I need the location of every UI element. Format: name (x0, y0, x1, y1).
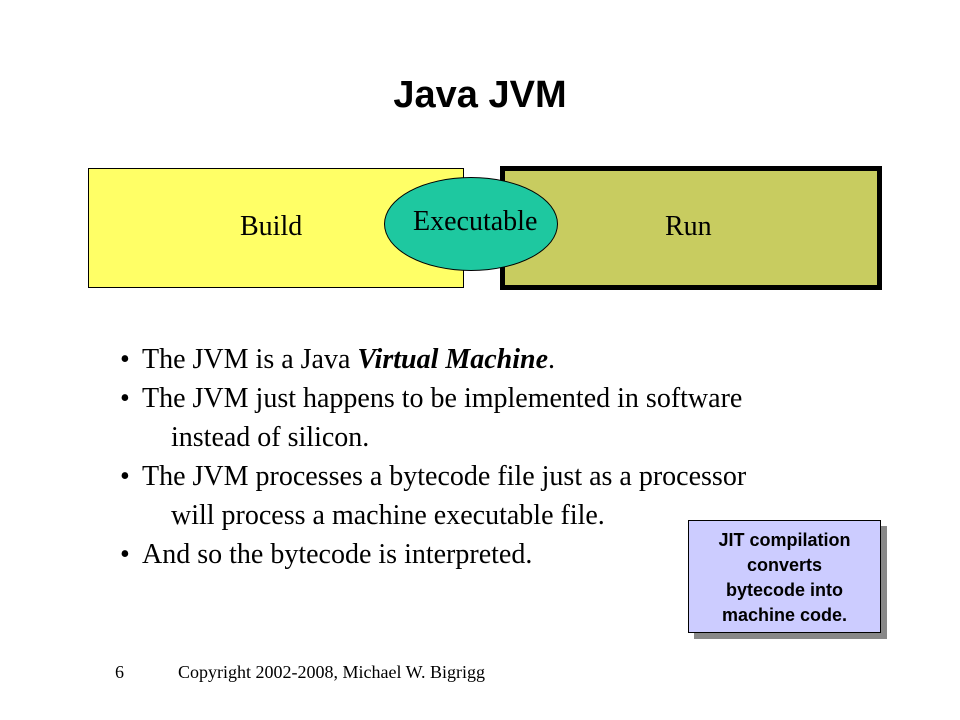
slide-title: Java JVM (393, 74, 567, 116)
page-number: 6 (115, 662, 124, 682)
executable-label: Executable (413, 206, 538, 237)
build-label: Build (240, 211, 303, 242)
run-label: Run (665, 211, 712, 242)
bullet-text: And so the bytecode is interpreted. (142, 539, 533, 570)
bullet-item: The JVM is a Java Virtual Machine. (120, 340, 880, 379)
callout-line: converts (746, 555, 823, 575)
run-box (500, 166, 882, 290)
bullet-continuation: instead of silicon. (171, 422, 370, 453)
callout-line: JIT compilation (718, 530, 851, 550)
bullet-list: The JVM is a Java Virtual Machine. The J… (120, 340, 880, 574)
jit-callout: JIT compilation converts bytecode into m… (688, 520, 881, 633)
bullet-text: The JVM is a Java (142, 344, 358, 375)
executable-oval (384, 177, 558, 271)
callout-line: bytecode into (725, 580, 843, 600)
callout-line: machine code. (721, 605, 848, 625)
bullet-item: The JVM just happens to be implemented i… (120, 379, 880, 418)
bullet-text: The JVM just happens to be implemented i… (142, 383, 743, 414)
bullet-item: And so the bytecode is interpreted. (120, 535, 880, 574)
bullet-continuation: will process a machine executable file. (171, 500, 605, 531)
copyright: Copyright 2002-2008, Michael W. Bigrigg (178, 662, 485, 682)
bullet-emphasis: Virtual Machine (357, 344, 549, 375)
bullet-text-end: . (548, 344, 556, 375)
bullet-text: The JVM processes a bytecode file just a… (142, 461, 747, 492)
bullet-item: The JVM processes a bytecode file just a… (120, 457, 880, 496)
